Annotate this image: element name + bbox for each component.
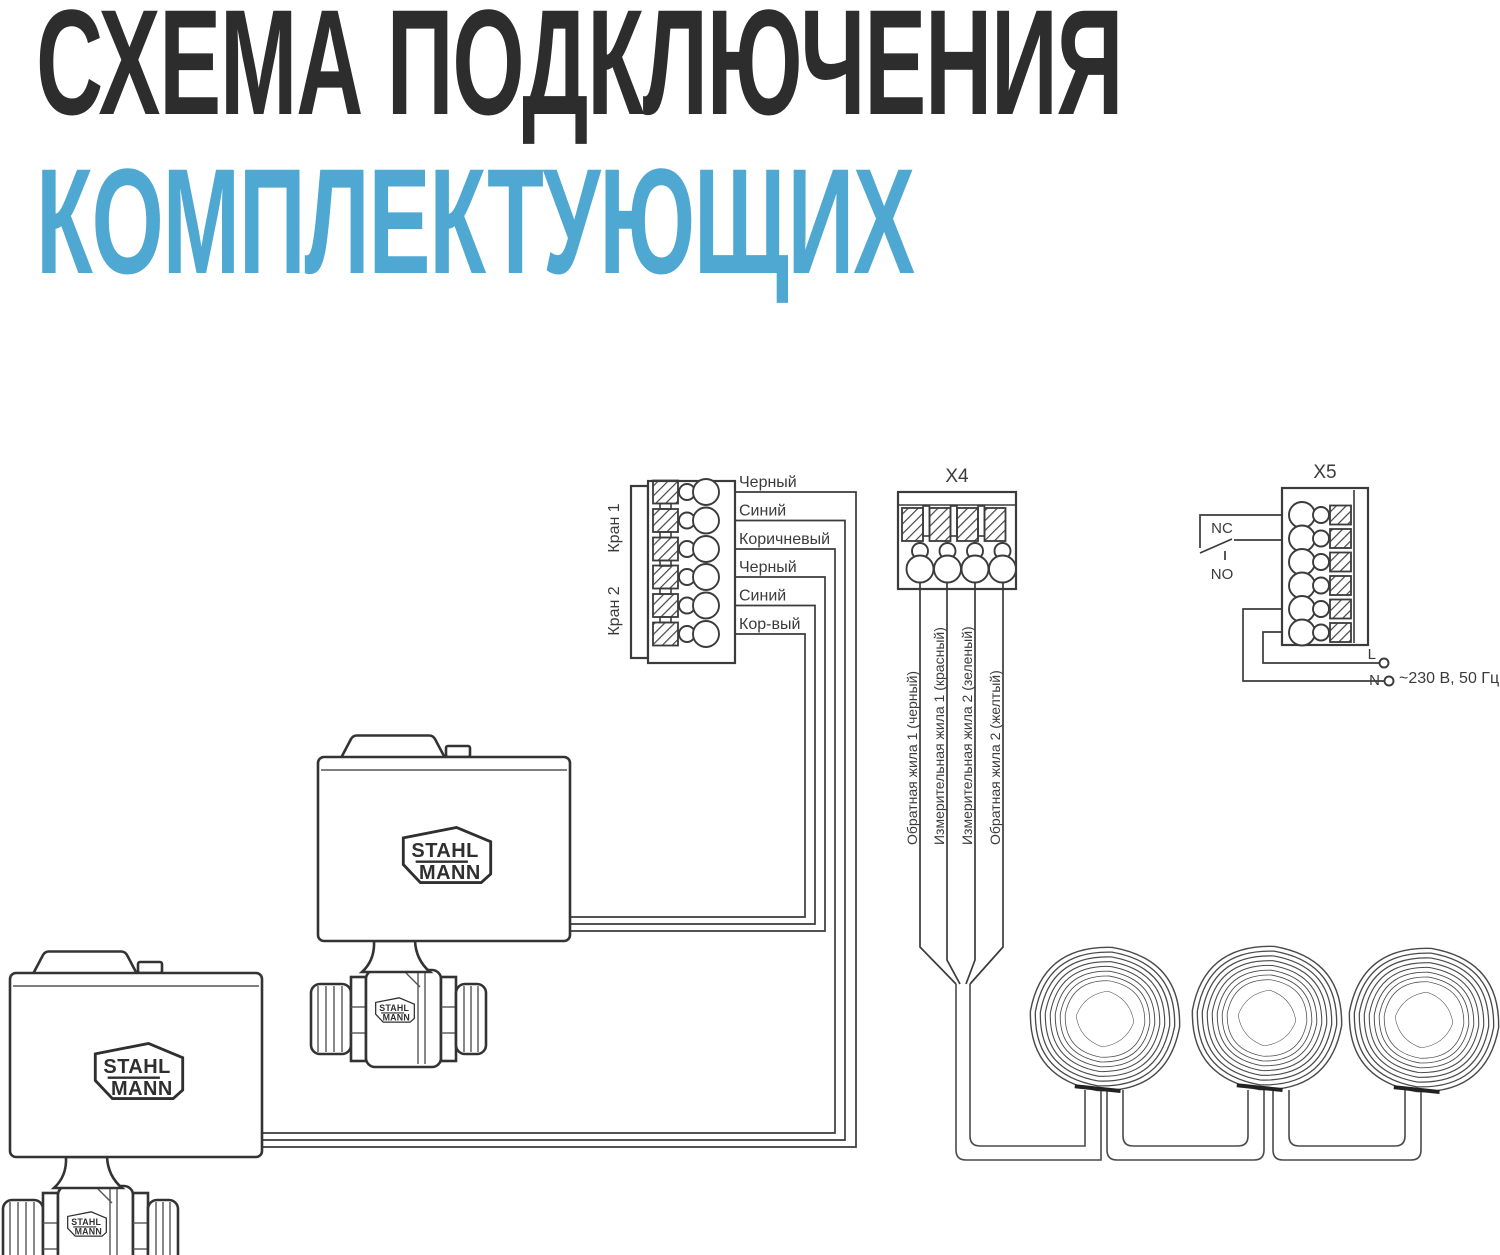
brand-line-2: MANN bbox=[75, 1227, 102, 1237]
brand-line-1: STAHL bbox=[103, 1056, 170, 1078]
x5-label: X5 bbox=[1313, 462, 1336, 483]
stahlmann-logo-upper-actuator: STAHL MANN bbox=[401, 826, 493, 884]
x5-screws bbox=[1288, 501, 1330, 647]
motorized-valve-upper bbox=[309, 734, 572, 1069]
x4-terminal-block: X4 bbox=[896, 466, 1018, 591]
wire-label-blue-1: Синий bbox=[739, 503, 786, 520]
line-n-label: N bbox=[1369, 672, 1380, 689]
line-l-label: L bbox=[1368, 646, 1376, 663]
page-title: СХЕМА ПОДКЛЮЧЕНИЯ КОМПЛЕКТУЮЩИХ bbox=[36, 0, 1500, 295]
kran1-label: Кран 1 bbox=[606, 503, 623, 552]
stahlmann-logo-lower-valve: STAHL MANN bbox=[67, 1211, 107, 1237]
x4-wire-label-2: Измерительная жила 1 (красный) bbox=[931, 627, 947, 845]
valve-terminal-block: Кран 1 Кран 2 Черный Синий Коричневый Че… bbox=[606, 474, 830, 665]
brand-line-2: MANN bbox=[111, 1078, 173, 1100]
x4-wire-label-3: Измерительная жила 2 (зеленый) bbox=[959, 626, 975, 845]
nc-label: NC bbox=[1211, 520, 1233, 537]
sensor-cable-wires: Обратная жила 1 (черный) Измерительная ж… bbox=[904, 583, 1004, 985]
stahlmann-logo-upper-valve: STAHL MANN bbox=[375, 997, 415, 1023]
leak-sensor-3 bbox=[1339, 938, 1500, 1102]
stahlmann-logo-lower-actuator: STAHL MANN bbox=[93, 1042, 185, 1100]
leak-sensor-1 bbox=[1020, 937, 1190, 1101]
brand-line-2: MANN bbox=[383, 1013, 410, 1023]
x4-wire-label-4: Обратная жила 2 (желтый) bbox=[987, 670, 1003, 845]
x4-wire-label-1: Обратная жила 1 (черный) bbox=[904, 671, 920, 845]
sensor-bus-cable bbox=[955, 984, 1422, 1161]
valve-wires bbox=[262, 491, 857, 1148]
x5-terminal-block: X5 bbox=[1199, 462, 1499, 689]
brand-line-1: STAHL bbox=[71, 1217, 101, 1227]
wire-label-blue-2: Синий bbox=[739, 588, 786, 605]
no-label: NO bbox=[1211, 566, 1234, 583]
wire-label-brown-1: Коричневый bbox=[739, 531, 830, 548]
brand-line-2: MANN bbox=[419, 862, 481, 884]
motorized-valve-lower bbox=[1, 950, 264, 1255]
wire-label-black-1: Черный bbox=[739, 474, 797, 491]
title-line-2: КОМПЛЕКТУЮЩИХ bbox=[36, 136, 915, 305]
relay-contact-symbol: NC NO bbox=[1199, 514, 1282, 583]
wire-label-black-2: Черный bbox=[739, 559, 797, 576]
brand-line-1: STAHL bbox=[411, 840, 478, 862]
x4-label: X4 bbox=[945, 466, 969, 487]
brand-line-1: STAHL bbox=[379, 1003, 409, 1013]
power-rating-label: ~230 В, 50 Гц bbox=[1399, 670, 1499, 687]
power-feed: L N ~230 В, 50 Гц bbox=[1242, 608, 1499, 689]
x5-clamps bbox=[1329, 504, 1352, 643]
title-line-1: СХЕМА ПОДКЛЮЧЕНИЯ bbox=[36, 0, 1123, 146]
wire-label-brown-2: Кор-вый bbox=[739, 616, 800, 633]
terminal-clamps bbox=[652, 479, 679, 647]
kran2-label: Кран 2 bbox=[606, 586, 623, 635]
leak-sensor-2 bbox=[1182, 936, 1352, 1100]
terminal-screws bbox=[678, 478, 720, 648]
